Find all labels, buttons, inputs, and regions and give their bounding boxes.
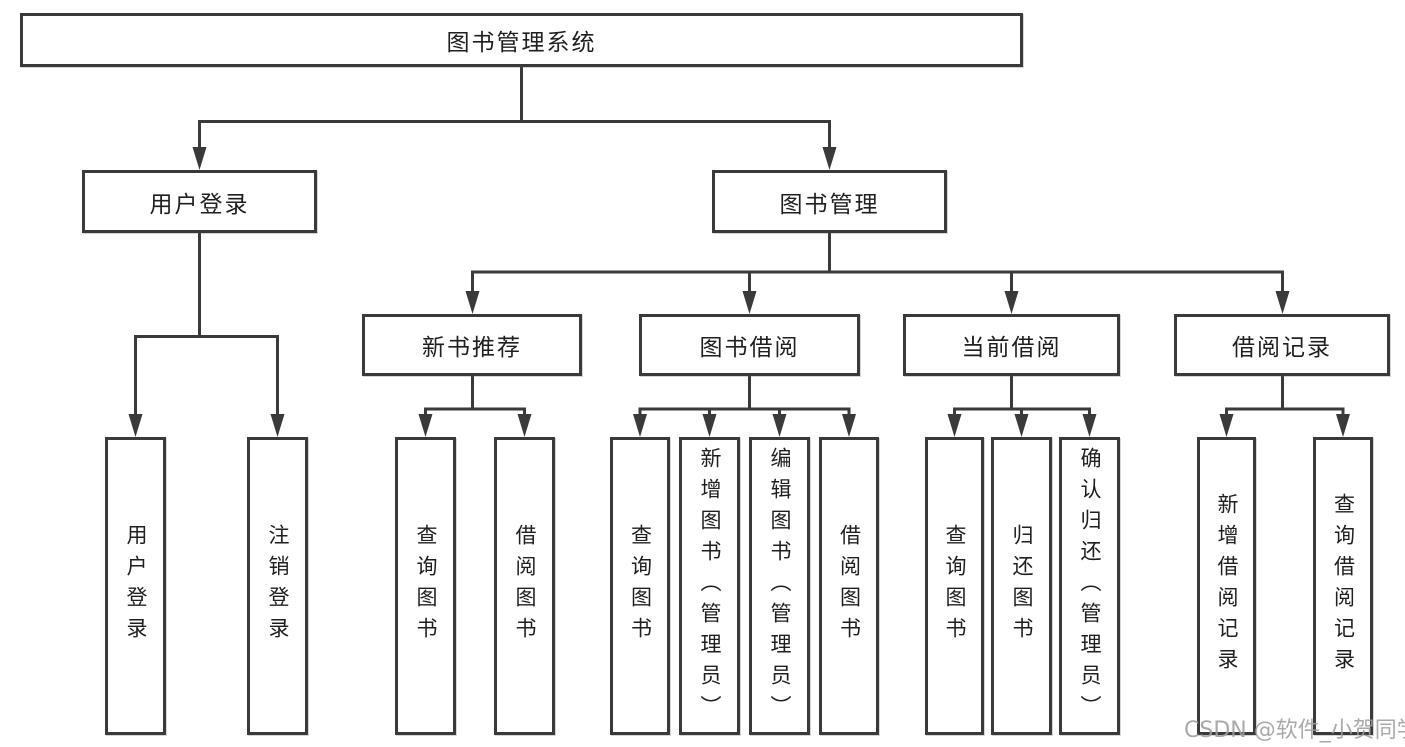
arrow-down-icon [1014,414,1029,437]
node-root-label: 图书管理系统 [446,30,597,56]
node-new-book-recommend: 新书推荐 [362,314,582,376]
node-user-login-label: 用户登录 [149,191,250,218]
arrow-down-icon [633,414,647,437]
arrow-down-icon [1336,414,1350,437]
leaf-query-book-2-label: 查询图书 [628,524,653,648]
arrow-down-icon [822,147,837,170]
leaf-return-book: 归还图书 [991,437,1052,735]
leaf-borrow-book-2: 借阅图书 [819,437,879,735]
leaf-edit-book-admin: 编辑图书（管理员） [749,437,810,735]
leaf-edit-book-admin-label: 编辑图书（管理员） [768,446,792,726]
arrow-down-icon [947,414,962,437]
leaf-query-book-3-label: 查询图书 [943,524,967,648]
leaf-query-borrow-record: 查询借阅记录 [1313,437,1373,735]
node-book-management-label: 图书管理 [779,191,880,218]
borrow-rail [638,407,851,416]
leaf-user-login: 用户登录 [105,437,166,735]
arrow-down-icon [465,291,480,314]
leaf-query-book-2: 查询图书 [610,437,670,735]
leaf-query-book-3: 查询图书 [925,437,984,735]
leaf-confirm-return-admin-label: 确认归还（管理员） [1078,446,1102,726]
arrow-down-icon [1082,414,1097,437]
arrow-down-icon [1275,291,1290,314]
leaf-confirm-return-admin: 确认归还（管理员） [1059,437,1120,735]
leaf-add-book-admin-label: 新增图书（管理员） [698,446,722,726]
record-rail [1225,407,1345,416]
leaf-borrow-book-2-label: 借阅图书 [837,524,862,648]
leaf-logout-label: 注销登录 [266,524,290,648]
node-book-borrow-label: 图书借阅 [699,335,800,361]
leaf-logout: 注销登录 [247,437,308,735]
leaf-query-book-1-label: 查询图书 [414,524,438,648]
arrow-down-icon [772,414,787,437]
leaf-add-borrow-record: 新增借阅记录 [1197,437,1256,735]
leaf-query-borrow-record-label: 查询借阅记录 [1331,493,1356,679]
arrow-down-icon [128,414,143,437]
node-current-borrow-label: 当前借阅 [961,335,1062,361]
leaf-add-borrow-record-label: 新增借阅记录 [1215,493,1239,679]
leaf-add-book-admin: 新增图书（管理员） [679,437,740,735]
leaf-return-book-label: 归还图书 [1010,524,1034,648]
leaf-query-book-1: 查询图书 [395,437,456,735]
arrow-down-icon [742,291,757,314]
recommend-rail [424,407,526,416]
level2-rail [471,270,1284,293]
csdn-watermark: CSDN @软件_小贺同学 [1184,718,1405,743]
node-current-borrow: 当前借阅 [903,314,1120,376]
node-borrow-record: 借阅记录 [1174,314,1390,376]
node-borrow-record-label: 借阅记录 [1232,335,1332,361]
level1-rail [198,120,831,150]
user-login-rail [134,335,279,416]
arrow-down-icon [192,147,207,170]
node-book-management: 图书管理 [712,170,947,233]
node-user-login: 用户登录 [82,170,317,233]
node-new-book-recommend-label: 新书推荐 [422,335,522,361]
arrow-down-icon [1004,291,1019,314]
arrow-down-icon [418,414,433,437]
arrow-down-icon [270,414,285,437]
leaf-borrow-book-1: 借阅图书 [494,437,555,735]
leaf-borrow-book-1-label: 借阅图书 [513,524,537,648]
node-root: 图书管理系统 [20,13,1023,67]
arrow-down-icon [1219,414,1234,437]
arrow-down-icon [842,414,856,437]
arrow-down-icon [702,414,717,437]
arrow-down-icon [517,414,532,437]
leaf-user-login-label: 用户登录 [124,524,148,648]
node-book-borrow: 图书借阅 [639,314,860,376]
